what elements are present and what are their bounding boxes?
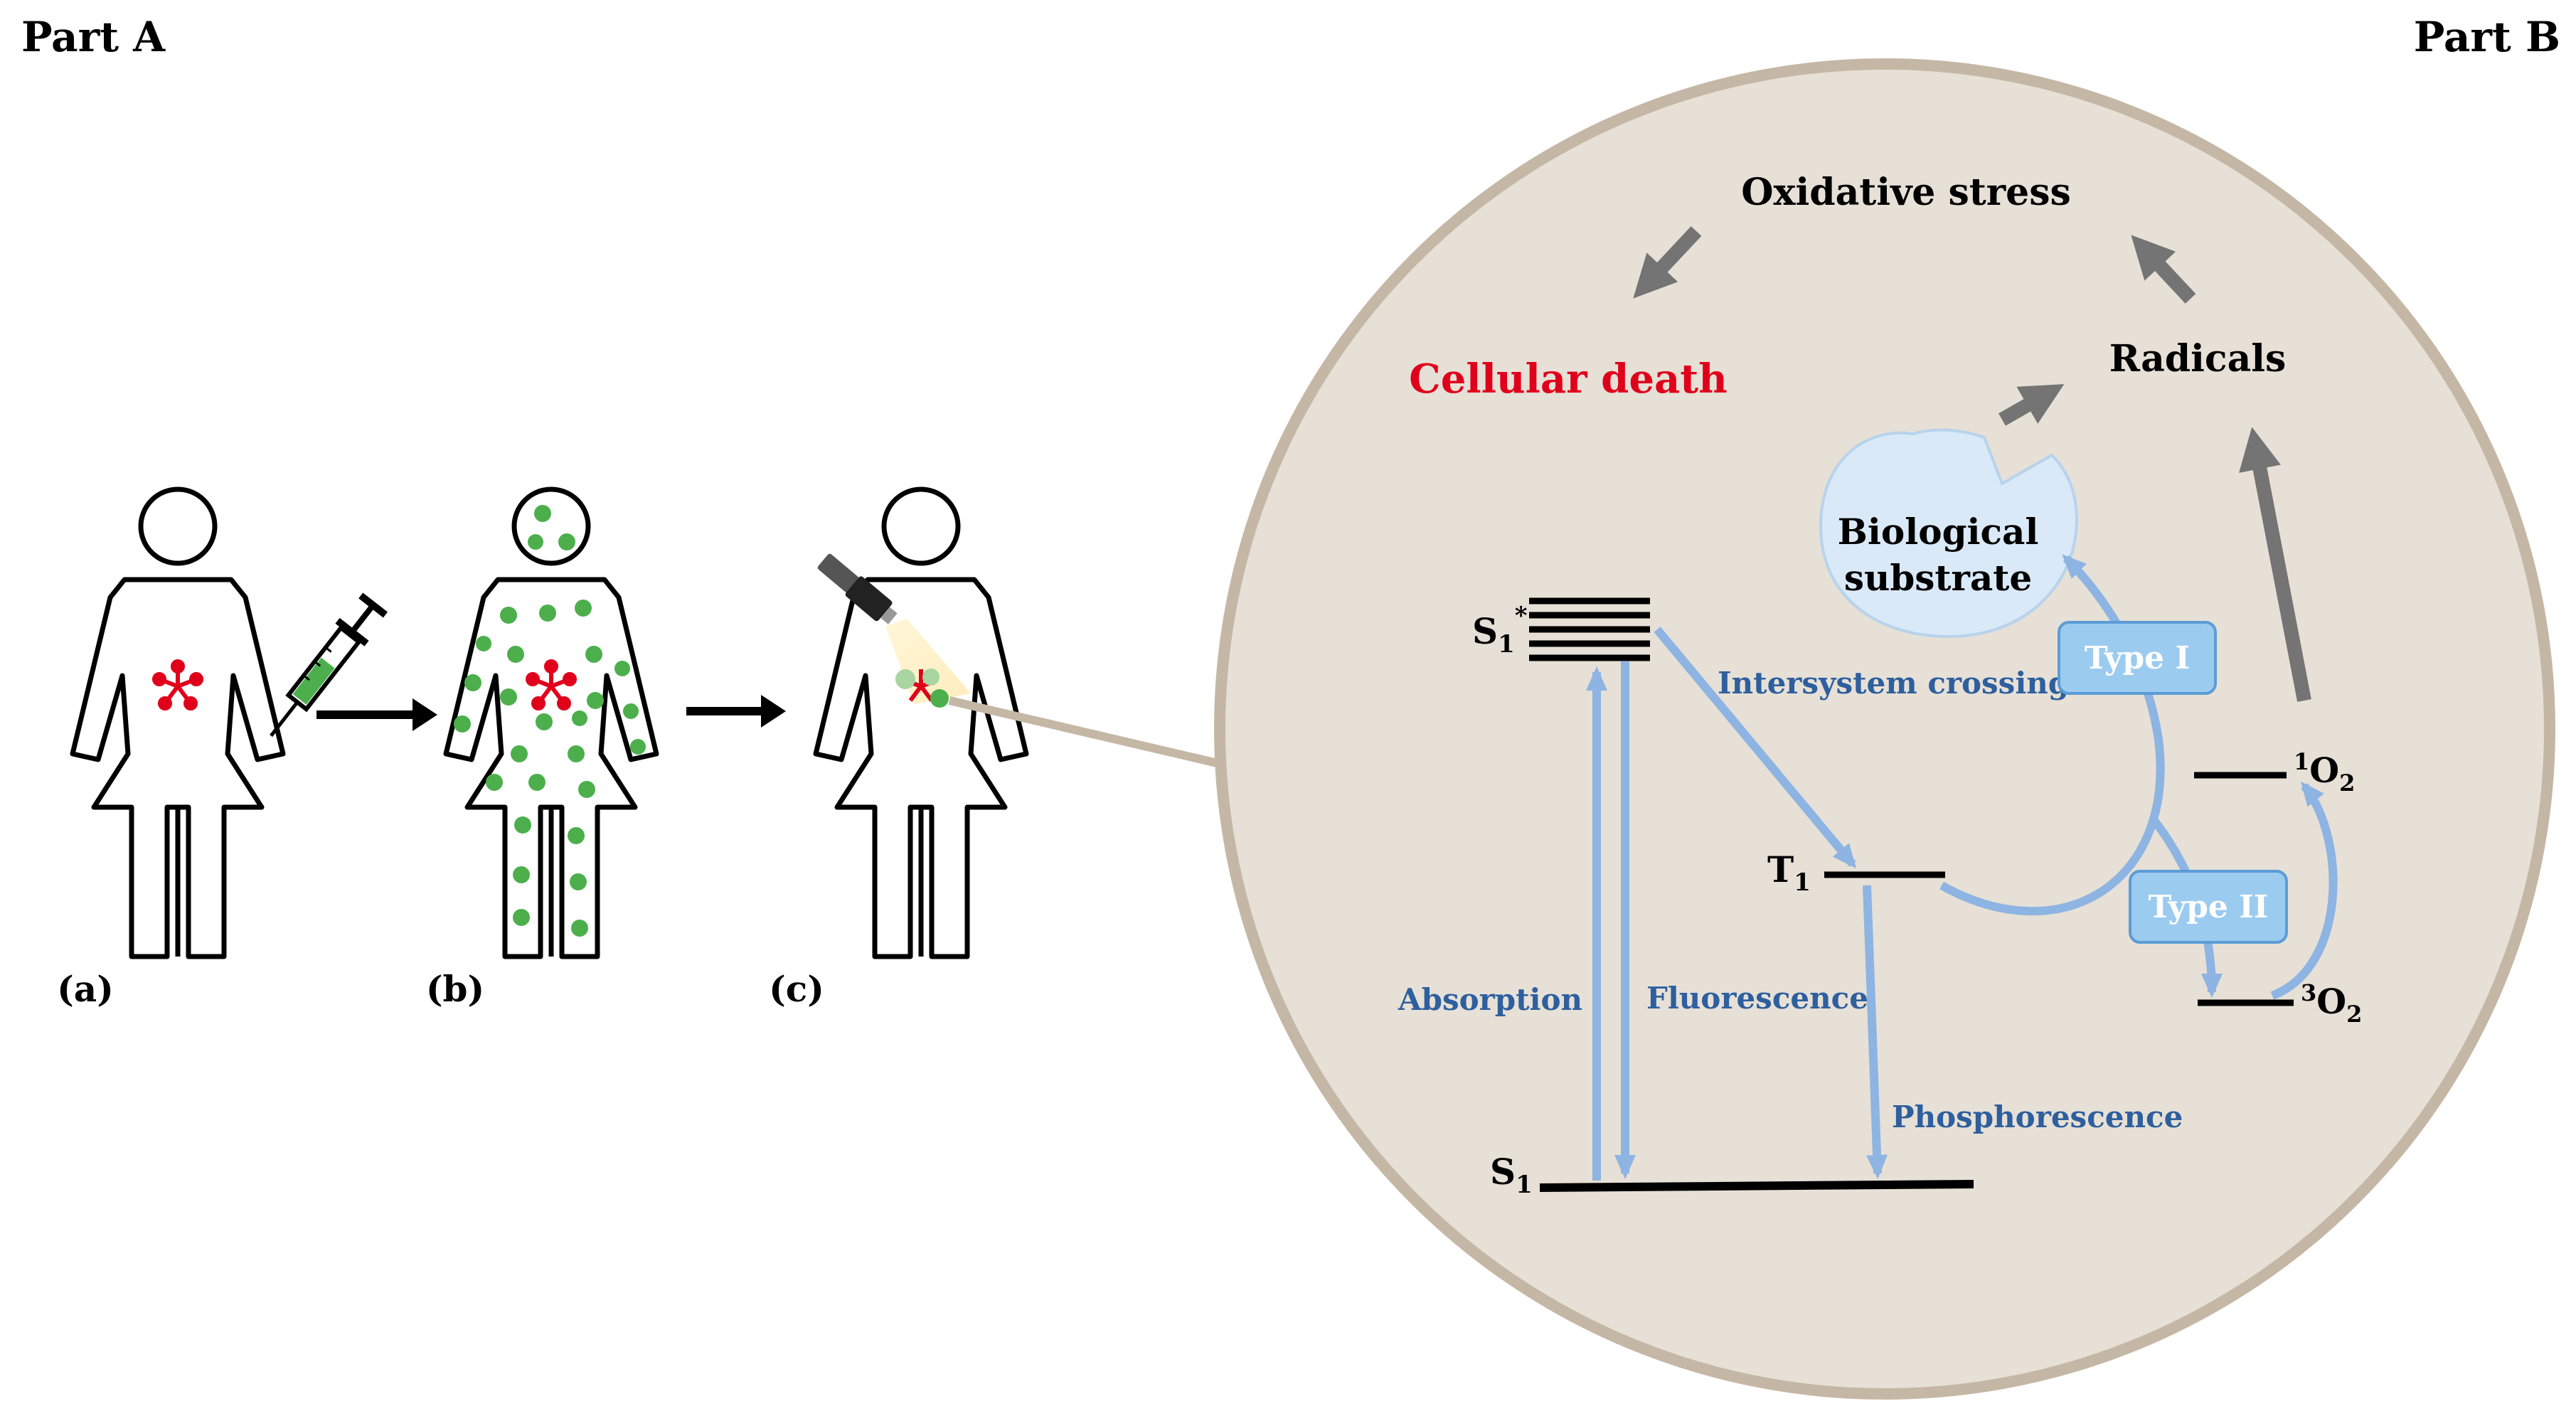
absorption-label: Absorption bbox=[1398, 982, 1582, 1017]
tumor-icon bbox=[152, 659, 203, 710]
syringe-icon bbox=[270, 592, 388, 738]
type2-box bbox=[2129, 870, 2288, 944]
type1-label: Type I bbox=[2085, 640, 2190, 676]
s1-star-label: S1* bbox=[1472, 602, 1528, 659]
type1-arrow bbox=[1939, 554, 2165, 916]
cell-circle bbox=[1214, 58, 2555, 1400]
gray-arrow-stress-to-death bbox=[1633, 226, 1702, 299]
step-arrow-bc-head bbox=[761, 695, 786, 728]
photosensitizer-dots bbox=[454, 505, 646, 937]
s1-ground-level bbox=[1539, 1180, 1974, 1192]
s1-ground-label: S1 bbox=[1490, 1151, 1533, 1199]
step-arrow-ab-head bbox=[413, 698, 437, 731]
photosensitizer-dot bbox=[930, 689, 949, 708]
t1-label: T1 bbox=[1767, 848, 1811, 897]
part-a-label: Part A bbox=[21, 13, 166, 61]
type1-box bbox=[2058, 621, 2217, 695]
radicals-label: Radicals bbox=[2109, 337, 2287, 380]
photosensitizer-dot bbox=[922, 669, 940, 686]
photosensitizer-dot bbox=[895, 669, 915, 689]
oxidative-stress-label: Oxidative stress bbox=[1741, 171, 2071, 214]
zoom-connector bbox=[948, 696, 1225, 769]
biological-substrate-label-1: Biological bbox=[1838, 511, 2039, 553]
part-b-label: Part B bbox=[2414, 13, 2560, 61]
light-source-icon bbox=[817, 553, 898, 624]
gray-arrow-substrate-to-radicals bbox=[1998, 384, 2065, 426]
type2-label: Type II bbox=[2149, 889, 2269, 925]
cellular-death-label: Cellular death bbox=[1409, 356, 1728, 403]
patient-figure-c bbox=[813, 486, 1029, 959]
tumor-icon bbox=[526, 659, 577, 710]
fluorescence-label: Fluorescence bbox=[1646, 981, 1868, 1016]
gray-arrow-radicals-to-stress bbox=[2131, 235, 2196, 304]
person-outline bbox=[70, 486, 286, 959]
step-label-a: (a) bbox=[57, 968, 114, 1010]
gray-arrow-o2-to-radicals bbox=[2239, 427, 2311, 702]
o2-excitation-arrow bbox=[2270, 781, 2338, 1000]
biological-substrate-label-2: substrate bbox=[1844, 557, 2032, 599]
person-outline bbox=[813, 486, 1029, 959]
triplet-o2-label: 3O2 bbox=[2301, 979, 2362, 1028]
patient-figure-b bbox=[443, 486, 659, 959]
intersystem-crossing-label: Intersystem crossing bbox=[1718, 666, 2069, 701]
step-label-b: (b) bbox=[426, 968, 484, 1010]
phosphorescence-label: Phosphorescence bbox=[1892, 1099, 2183, 1134]
s1-star-levels bbox=[1529, 597, 1650, 661]
patient-figure-a bbox=[70, 486, 388, 959]
phosphorescence-arrow bbox=[1863, 885, 1888, 1179]
intersystem-crossing-arrow bbox=[1654, 627, 1857, 869]
biological-substrate-shape bbox=[1819, 428, 2079, 639]
step-label-c: (c) bbox=[769, 968, 824, 1010]
